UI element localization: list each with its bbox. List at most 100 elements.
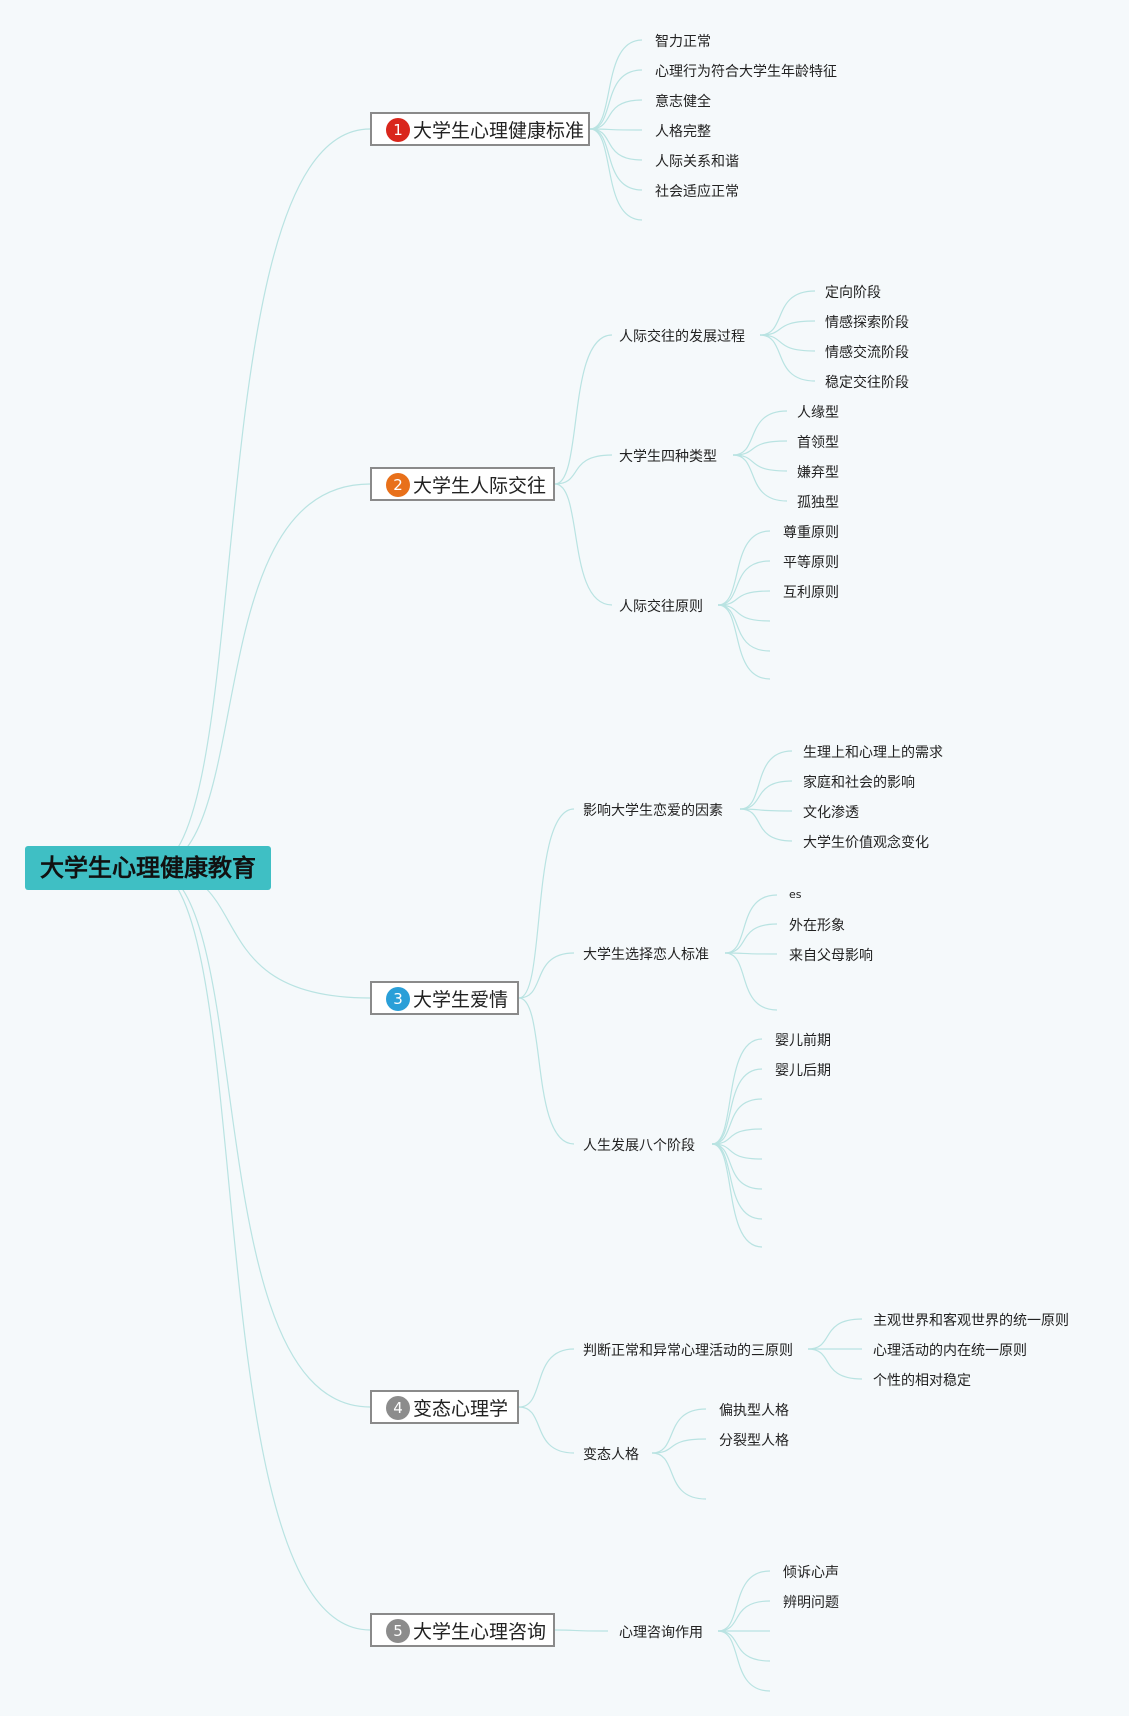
edge-b2s3-leaf-5 (717, 604, 771, 652)
branch-4-label: 变态心理学 (413, 1398, 509, 1420)
leaf-3-2-3[interactable]: 来自父母影响 (789, 948, 873, 964)
edge-b2s3-leaf-6 (717, 604, 771, 680)
leaf-4-2-1[interactable]: 偏执型人格 (719, 1403, 789, 1419)
edge-b2s3-leaf-2 (717, 560, 771, 606)
leaf-4-1-1[interactable]: 主观世界和客观世界的统一原则 (873, 1313, 1069, 1329)
edge-root-branch-4 (149, 867, 371, 1408)
sub-2-3[interactable]: 人际交往原则 (619, 599, 703, 615)
edge-b2s1-leaf-3 (759, 334, 816, 352)
edge-b2s2-leaf-1 (732, 410, 788, 456)
edge-b3s1-leaf-3 (739, 808, 793, 812)
sub-3-3[interactable]: 人生发展八个阶段 (583, 1138, 695, 1154)
edge-b3s3-leaf-8 (711, 1143, 763, 1248)
leaf-5-1-2[interactable]: 辨明问题 (783, 1595, 839, 1611)
leaf-1-2[interactable]: 心理行为符合大学生年龄特征 (655, 64, 837, 80)
leaf-3-3-2[interactable]: 婴儿后期 (775, 1063, 831, 1079)
sub-2-2[interactable]: 大学生四种类型 (619, 449, 717, 465)
edge-b3s3-leaf-4 (711, 1128, 763, 1145)
edge-b3s3-leaf-3 (711, 1098, 763, 1145)
edge-b1-leaf-3 (589, 99, 643, 130)
leaf-2-2-4[interactable]: 孤独型 (797, 495, 839, 511)
edge-b2s2-leaf-3 (732, 454, 788, 472)
edge-b5s1-leaf-2 (717, 1600, 771, 1632)
edge-b3-sub-2 (518, 952, 575, 999)
leaf-3-3-1[interactable]: 婴儿前期 (775, 1033, 831, 1049)
edge-b3s1-leaf-1 (739, 750, 793, 810)
leaf-5-1-1[interactable]: 倾诉心声 (783, 1565, 839, 1581)
leaf-1-1[interactable]: 智力正常 (655, 34, 711, 50)
edge-b3-sub-1 (518, 808, 575, 999)
leaf-2-2-3[interactable]: 嫌弃型 (797, 465, 839, 481)
edge-b2-sub-1 (554, 334, 613, 485)
branch-3-label: 大学生爱情 (413, 989, 509, 1011)
edge-b3s3-leaf-5 (711, 1143, 763, 1160)
edge-root-branch-2 (149, 483, 371, 869)
sub-2-1[interactable]: 人际交往的发展过程 (619, 329, 745, 345)
edge-b2s1-leaf-1 (759, 290, 816, 336)
edge-b3s3-leaf-2 (711, 1068, 763, 1145)
edge-b2s3-leaf-3 (717, 590, 771, 606)
number-2-icon: 2 (386, 472, 410, 497)
edge-b2s3-leaf-1 (717, 530, 771, 606)
number-5-icon: 5 (386, 1618, 410, 1643)
root-topic[interactable]: 大学生心理健康教育 (25, 846, 271, 890)
number-1-icon: 1 (386, 117, 410, 142)
edge-b1-leaf-1 (589, 39, 643, 130)
edge-b3s3-leaf-1 (711, 1038, 763, 1145)
sub-4-1[interactable]: 判断正常和异常心理活动的三原则 (583, 1343, 793, 1359)
edge-b4s2-leaf-3 (651, 1452, 707, 1500)
leaf-2-3-2[interactable]: 平等原则 (783, 555, 839, 571)
leaf-2-1-3[interactable]: 情感交流阶段 (825, 345, 909, 361)
leaf-3-2-1[interactable]: es (789, 888, 802, 901)
edge-b2s3-leaf-4 (717, 604, 771, 622)
leaf-4-1-3[interactable]: 个性的相对稳定 (873, 1373, 971, 1389)
leaf-3-1-2[interactable]: 家庭和社会的影响 (803, 775, 915, 791)
number-4-icon: 4 (386, 1395, 410, 1420)
edge-b2-sub-2 (554, 454, 613, 485)
edge-b3s3-leaf-6 (711, 1143, 763, 1190)
edge-b4s2-leaf-1 (651, 1408, 707, 1454)
sub-5-1[interactable]: 心理咨询作用 (619, 1625, 703, 1641)
edge-b5s1-leaf-5 (717, 1630, 771, 1692)
leaf-2-1-2[interactable]: 情感探索阶段 (825, 315, 909, 331)
leaf-2-2-2[interactable]: 首领型 (797, 435, 839, 451)
leaf-2-1-1[interactable]: 定向阶段 (825, 285, 881, 301)
edge-b4s1-leaf-1 (807, 1318, 863, 1350)
edge-b2-sub-3 (554, 483, 613, 606)
leaf-2-3-3[interactable]: 互利原则 (783, 585, 839, 601)
edge-b2s1-leaf-4 (759, 334, 816, 382)
leaf-3-1-1[interactable]: 生理上和心理上的需求 (803, 745, 943, 761)
edge-b2s2-leaf-2 (732, 440, 788, 456)
leaf-4-2-2[interactable]: 分裂型人格 (719, 1433, 789, 1449)
leaf-1-6[interactable]: 社会适应正常 (655, 184, 739, 200)
leaf-1-3[interactable]: 意志健全 (655, 94, 711, 110)
edge-b3s2-leaf-1 (724, 894, 778, 954)
edge-b3s2-leaf-4 (724, 952, 778, 1011)
edge-root-branch-5 (149, 867, 371, 1631)
leaf-2-2-1[interactable]: 人缘型 (797, 405, 839, 421)
leaf-1-4[interactable]: 人格完整 (655, 124, 711, 140)
edge-b1-leaf-2 (589, 69, 643, 130)
leaf-3-2-2[interactable]: 外在形象 (789, 918, 845, 934)
branch-5-label: 大学生心理咨询 (413, 1621, 547, 1643)
edge-b1-leaf-5 (589, 128, 643, 161)
sub-3-2[interactable]: 大学生选择恋人标准 (583, 947, 709, 963)
leaf-4-1-2[interactable]: 心理活动的内在统一原则 (873, 1343, 1027, 1359)
edge-b4s2-leaf-2 (651, 1438, 707, 1454)
leaf-3-1-3[interactable]: 文化渗透 (803, 805, 859, 821)
leaf-3-1-4[interactable]: 大学生价值观念变化 (803, 835, 929, 851)
leaf-2-1-4[interactable]: 稳定交往阶段 (825, 375, 909, 391)
number-3-icon: 3 (386, 986, 410, 1011)
sub-3-1[interactable]: 影响大学生恋爱的因素 (583, 803, 723, 819)
leaf-2-3-1[interactable]: 尊重原则 (783, 525, 839, 541)
sub-4-2[interactable]: 变态人格 (583, 1447, 639, 1463)
leaf-1-5[interactable]: 人际关系和谐 (655, 154, 739, 170)
branch-1-label: 大学生心理健康标准 (413, 120, 585, 142)
